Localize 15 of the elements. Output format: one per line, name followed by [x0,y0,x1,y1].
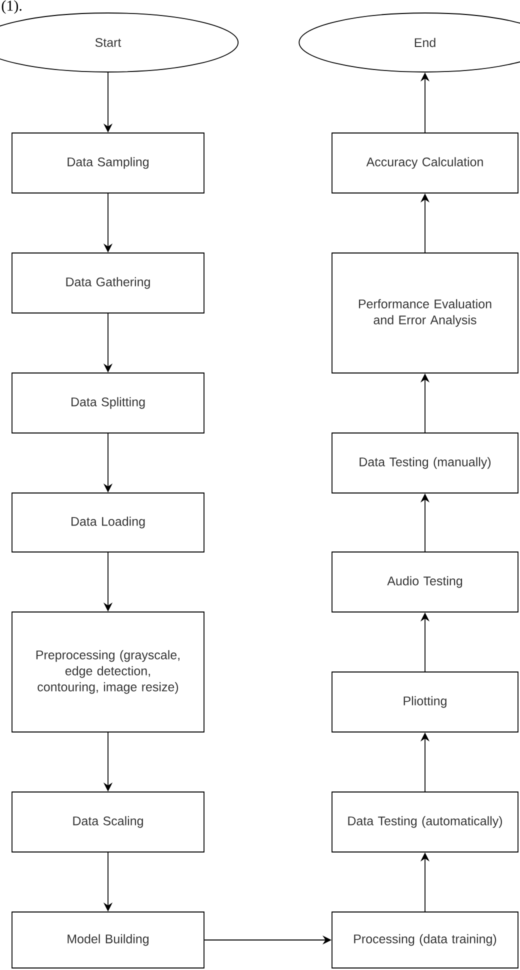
process-box: Accuracy Calculation [332,132,518,194]
process-box: Performance Evaluation and Error Analysis [332,252,518,374]
figure-number: (1). [2,0,22,14]
process-box: Data Testing (automatically) [332,792,518,852]
process-box: Data Testing (manually) [332,432,518,494]
process-box: Preprocessing (grayscale, edge detection, contouring, image resize) [12,612,204,732]
process-box: Data Loading [12,492,204,552]
process-box: Model Building [12,912,204,968]
process-box: Data Gathering [12,252,204,314]
process-box: Data Splitting [12,372,204,434]
process-box: Audio Testing [332,552,518,612]
process-box: Pliotting [332,672,518,732]
process-box: Data Scaling [12,792,204,852]
process-box: Data Sampling [12,132,204,194]
process-box: Processing (data training) [332,912,518,968]
